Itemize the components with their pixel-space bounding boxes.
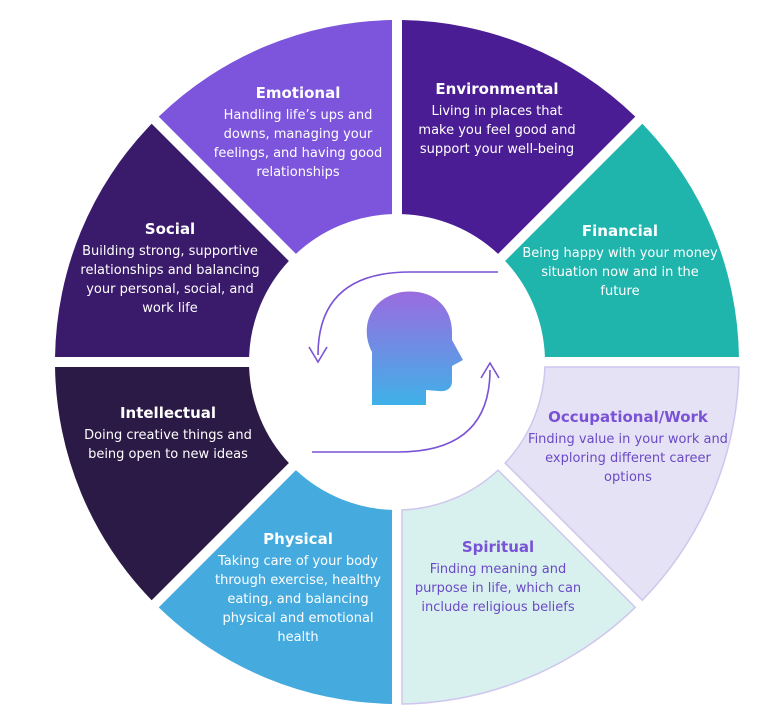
segment-description: Finding meaning and purpose in life, whi… <box>414 562 582 615</box>
cycle-arrow-top-head <box>308 346 328 364</box>
segment-description: Handling life’s ups and downs, managing … <box>213 108 383 180</box>
segment-physical <box>158 470 393 704</box>
segment-title: Occupational/Work <box>548 408 708 426</box>
segment-description: Finding value in your work and exploring… <box>528 432 728 485</box>
segment-description: Living in places that make you feel good… <box>418 104 576 157</box>
segment-occupational-work <box>504 366 740 602</box>
cycle-arrow-bottom-head <box>480 361 500 379</box>
segment-environmental <box>401 20 636 254</box>
segment-emotional <box>158 20 393 254</box>
segment-title: Social <box>144 220 196 238</box>
segment-title: Intellectual <box>119 404 217 422</box>
cycle-arrow-top <box>317 271 498 356</box>
segment-intellectual <box>55 366 289 601</box>
cycle-arrow-bottom <box>312 369 491 453</box>
segment-title: Environmental <box>435 80 559 98</box>
segment-title: Physical <box>263 530 333 548</box>
segment-spiritual <box>401 469 637 705</box>
segment-title: Spiritual <box>461 538 535 556</box>
head-profile-icon <box>366 291 463 405</box>
segment-title: Financial <box>581 222 659 240</box>
segment-description: Taking care of your body through exercis… <box>215 554 381 645</box>
segment-financial <box>505 123 739 358</box>
segment-title: Emotional <box>255 84 341 102</box>
segment-description: Doing creative things and being open to … <box>84 428 252 462</box>
segment-description: Building strong, supportive relationship… <box>80 244 260 316</box>
segment-social <box>55 123 289 358</box>
segment-description: Being happy with your money situation no… <box>522 246 718 299</box>
